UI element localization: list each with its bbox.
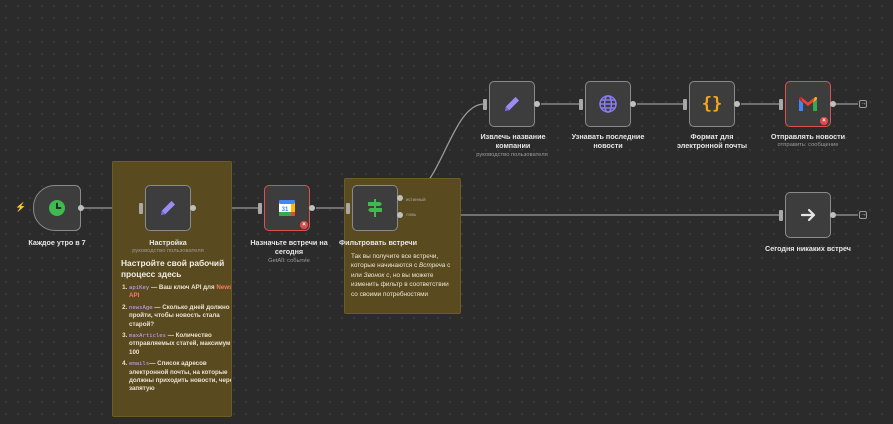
node-setup[interactable]	[145, 185, 191, 231]
nomeet-label: Сегодня никаких встреч	[765, 244, 851, 253]
clock-icon	[49, 200, 65, 216]
filter-false-port[interactable]	[397, 212, 403, 218]
news-input-port[interactable]	[579, 99, 583, 110]
param-text: — Сколько дней должно пройти, чтобы ново…	[129, 303, 230, 328]
pencil-icon	[505, 97, 519, 111]
filter-input-port[interactable]	[346, 203, 350, 214]
node-extract[interactable]	[489, 81, 535, 127]
node-news[interactable]	[585, 81, 631, 127]
trigger-output-port[interactable]	[78, 205, 84, 211]
nomeet-output-port[interactable]	[830, 212, 836, 218]
param-code: maxArticles	[129, 333, 167, 340]
calendar-output-port[interactable]	[309, 205, 315, 211]
trigger-bolt-icon: ⚡	[15, 202, 27, 212]
nomeet-add-next-button[interactable]: →	[859, 211, 867, 219]
param-code: newsAge	[129, 304, 153, 311]
send-error-icon[interactable]: ×	[820, 117, 828, 125]
news-label: Узнавать последние новости	[571, 132, 645, 150]
sticky-list-item: emails— Список адресов электронной почты…	[129, 360, 232, 394]
news-api-highlight: News API	[129, 284, 232, 300]
node-format[interactable]: {}	[689, 81, 735, 127]
calendar-day-text: 31	[282, 207, 289, 213]
extract-input-port[interactable]	[483, 99, 487, 110]
send-output-port[interactable]	[830, 101, 836, 107]
sticky-list-item: newsAge — Сколько дней должно пройти, чт…	[129, 303, 231, 329]
calendar-input-port[interactable]	[258, 203, 262, 214]
news-output-port[interactable]	[630, 101, 636, 107]
gmail-icon	[799, 97, 817, 111]
format-input-port[interactable]	[683, 99, 687, 110]
setup-output-port[interactable]	[190, 205, 196, 211]
node-nomeet[interactable]	[785, 192, 831, 238]
filter-false-label: ложь	[406, 212, 417, 217]
trigger-label: Каждое утро в 7	[28, 238, 86, 247]
param-code: emails	[129, 361, 150, 368]
send-label: Отправлять новости	[770, 132, 846, 141]
node-filter[interactable]	[352, 185, 398, 231]
braces-icon: {}	[701, 94, 723, 114]
param-text: — Список адресов электронной почты, на к…	[129, 360, 232, 393]
filter-true-port[interactable]	[397, 195, 403, 201]
google-calendar-icon: 31	[279, 200, 295, 216]
filter-true-label: истинный	[406, 197, 426, 202]
sticky-list-item: maxArticles — Количество отправляемых ст…	[129, 332, 231, 357]
arrow-right-icon	[800, 208, 816, 222]
sticky-filter-text: Так вы получите все встречи, которые нач…	[351, 253, 451, 298]
filter-label: Фильтровать встречи	[338, 238, 418, 247]
sticky-list-item: apiKey — Ваш ключ API для News API	[129, 284, 232, 301]
format-label: Формат для электронной почты	[676, 132, 748, 150]
sticky-title: Настройте свой рабочий процесс здесь	[121, 258, 225, 279]
calendar-label: Назначьте встречи на сегодня	[250, 238, 328, 256]
globe-icon	[599, 95, 617, 113]
extract-output-port[interactable]	[534, 101, 540, 107]
nomeet-input-port[interactable]	[779, 210, 783, 221]
pencil-icon	[161, 201, 175, 215]
calendar-error-icon[interactable]: ×	[300, 221, 308, 229]
setup-sublabel: руководство пользователя	[132, 248, 204, 254]
send-sublabel: отправить: сообщение	[777, 142, 839, 148]
setup-input-port[interactable]	[139, 203, 143, 214]
param-code: apiKey	[129, 285, 150, 291]
calendar-sublabel: GetAll: событие	[268, 258, 310, 264]
send-input-port[interactable]	[779, 99, 783, 110]
sticky-list: apiKey — Ваш ключ API для News API newsA…	[119, 284, 232, 397]
param-text: — Ваш ключ API для	[149, 284, 217, 291]
filter-signpost-icon	[368, 199, 382, 217]
send-add-next-button[interactable]: →	[859, 100, 867, 108]
extract-sublabel: руководство пользователя	[476, 152, 548, 158]
node-trigger[interactable]	[33, 185, 81, 231]
param-text: — Количество отправляемых статей, максим…	[129, 332, 231, 356]
extract-label: Извлечь название компании	[480, 132, 546, 150]
setup-label: Настройка	[149, 238, 187, 247]
format-output-port[interactable]	[734, 101, 740, 107]
